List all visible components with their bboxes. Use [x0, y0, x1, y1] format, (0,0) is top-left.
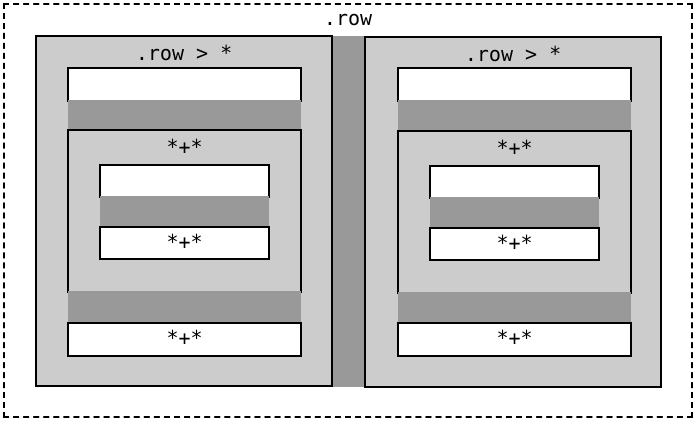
margin-spacer: [68, 100, 301, 131]
margin-spacer: [100, 196, 269, 228]
nested-top-box: [99, 164, 270, 198]
column-top-box: [67, 67, 302, 102]
row-label: .row: [323, 6, 373, 30]
column-left: .row > * *+* *+* *+*: [35, 35, 333, 387]
row-container: [3, 3, 693, 418]
nested-label: *+*: [166, 135, 203, 159]
column-label: .row > *: [464, 42, 562, 66]
margin-spacer: [68, 291, 301, 324]
box-label: *+*: [496, 231, 533, 255]
column-gap: [331, 36, 366, 387]
nested-top-box: [429, 165, 600, 199]
box-label: *+*: [166, 230, 203, 254]
box-label: *+*: [496, 326, 533, 350]
column-top-box: [397, 67, 632, 102]
column-bottom-box: *+*: [397, 322, 632, 357]
margin-spacer: [430, 197, 599, 229]
margin-spacer: [398, 292, 631, 324]
nested-container: *+* *+*: [67, 129, 302, 293]
nested-label: *+*: [496, 136, 533, 160]
column-bottom-box: *+*: [67, 322, 302, 357]
box-label: *+*: [166, 326, 203, 350]
nested-bottom-box: *+*: [99, 226, 270, 260]
column-right: .row > * *+* *+* *+*: [364, 36, 662, 388]
nested-bottom-box: *+*: [429, 227, 600, 261]
nested-container: *+* *+*: [397, 130, 632, 294]
margin-spacer: [398, 100, 631, 132]
column-label: .row > *: [135, 41, 233, 65]
